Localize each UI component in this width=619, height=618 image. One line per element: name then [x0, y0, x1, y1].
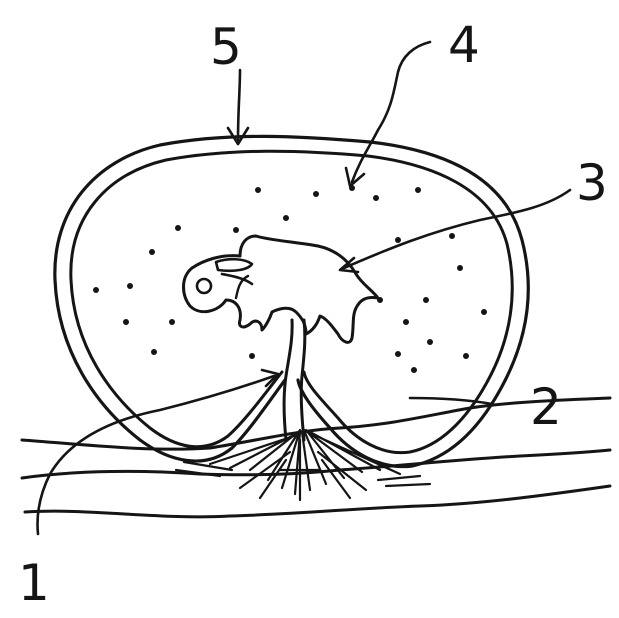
interior-dot	[377, 297, 383, 303]
interior-dot	[123, 319, 129, 325]
animal-ear	[216, 259, 252, 271]
middle-ground-line	[22, 450, 610, 478]
interior-dot	[481, 309, 487, 315]
interior-dot	[423, 297, 429, 303]
interior-dot	[395, 351, 401, 357]
interior-dot	[249, 353, 255, 359]
callout-4: 4	[448, 16, 480, 74]
interior-dot	[93, 287, 99, 293]
leader-line-5	[238, 70, 240, 140]
interior-dot	[175, 225, 181, 231]
callout-3: 3	[576, 154, 608, 212]
interior-dot	[149, 249, 155, 255]
callout-2: 2	[530, 378, 562, 436]
animal-eye	[197, 279, 211, 293]
animal-figure	[184, 236, 379, 342]
interior-dot	[415, 187, 421, 193]
interior-dot	[169, 319, 175, 325]
interior-dot	[403, 319, 409, 325]
animal-neck-line	[236, 276, 248, 298]
callout-5: 5	[210, 18, 242, 76]
animal-body-outline	[184, 236, 379, 342]
fruit-body-wall	[55, 136, 528, 466]
interior-dot	[457, 265, 463, 271]
leader-lines	[38, 42, 571, 534]
callout-1: 1	[18, 554, 50, 612]
interior-dot	[463, 353, 469, 359]
stalk-left	[284, 320, 292, 440]
interior-dot	[427, 339, 433, 345]
stalk-right	[301, 320, 305, 440]
stalk	[284, 320, 305, 440]
interior-dot	[151, 349, 157, 355]
interior-dot	[283, 215, 289, 221]
interior-dot	[233, 227, 239, 233]
callout-labels: 1 2 3 4 5	[18, 16, 608, 612]
interior-dot	[449, 233, 455, 239]
outer-wall-line	[55, 136, 528, 466]
interior-dot	[395, 237, 401, 243]
leader-line-3	[344, 190, 570, 268]
interior-dot	[255, 187, 261, 193]
interior-dot	[313, 191, 319, 197]
lower-ground-line	[25, 486, 610, 517]
interior-dot	[373, 195, 379, 201]
interior-dot	[411, 367, 417, 373]
inner-wall-line	[71, 151, 512, 452]
interior-dot	[127, 283, 133, 289]
leader-line-2	[410, 398, 492, 404]
